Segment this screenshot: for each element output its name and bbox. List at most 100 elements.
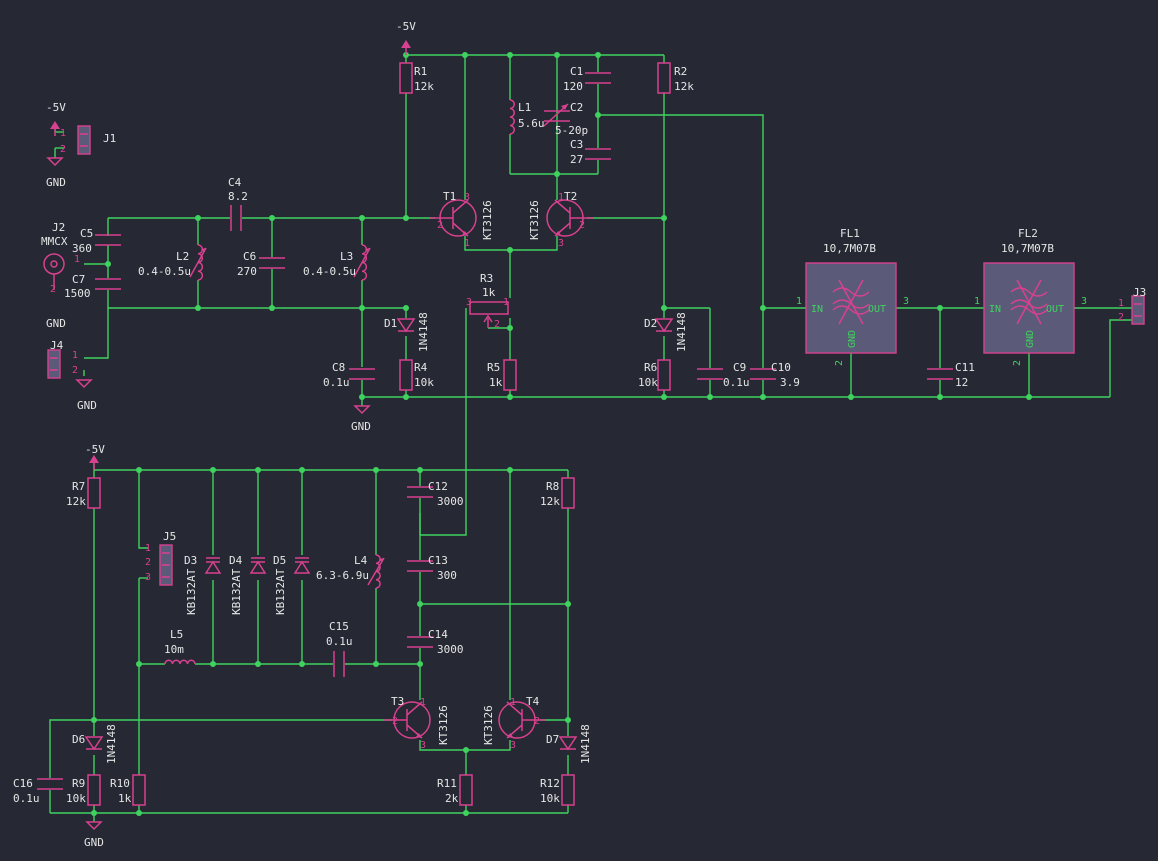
junction-dot xyxy=(91,810,97,816)
pin-t4-2: 2 xyxy=(534,716,540,727)
junction-dot xyxy=(403,215,409,221)
val-T1: KT3126 xyxy=(481,200,494,240)
ref-C10: C10 xyxy=(771,361,791,374)
capacitor-c16 xyxy=(37,778,63,790)
val-R1: 12k xyxy=(414,80,434,93)
ref-R7: R7 xyxy=(72,480,85,493)
pin-j4-2: 2 xyxy=(72,365,78,376)
ref-C1: C1 xyxy=(570,65,583,78)
val-R6: 10k xyxy=(638,376,658,389)
val-T4: KT3126 xyxy=(482,705,495,745)
ref-R12: R12 xyxy=(540,777,560,790)
ref-T1: T1 xyxy=(443,190,456,203)
val-L1: 5.6u xyxy=(518,117,545,130)
transistor-t1 xyxy=(430,199,477,237)
pin-j1-1: 1 xyxy=(60,128,66,139)
val-L5: 10m xyxy=(164,643,184,656)
pin-j1-2: 2 xyxy=(60,144,66,155)
val-C8: 0.1u xyxy=(323,376,350,389)
ref-FL1: FL1 xyxy=(840,227,860,240)
val-C7: 1500 xyxy=(64,287,91,300)
val-R4: 10k xyxy=(414,376,434,389)
junction-dots xyxy=(91,52,1032,816)
val-R7: 12k xyxy=(66,495,86,508)
filter-1-in-label: IN xyxy=(811,304,823,315)
junction-dot xyxy=(554,171,560,177)
pin-t1-2: 2 xyxy=(437,220,443,231)
junction-dot xyxy=(1026,394,1032,400)
resistor-r9 xyxy=(87,774,101,806)
ref-C2: C2 xyxy=(570,101,583,114)
ref-R8: R8 xyxy=(546,480,559,493)
resistor-r4 xyxy=(399,359,413,391)
pin-t1-1: 1 xyxy=(464,238,470,249)
ref-T3: T3 xyxy=(391,695,404,708)
inductor-l2 xyxy=(189,244,207,281)
resistor-r7 xyxy=(87,477,101,509)
ref-R10: R10 xyxy=(110,777,130,790)
capacitor-c10 xyxy=(750,368,776,380)
ref-R6: R6 xyxy=(644,361,657,374)
val-L3: 0.4-0.5u xyxy=(303,265,356,278)
diode-d6 xyxy=(84,736,104,751)
gnd-label-j1: GND xyxy=(46,176,66,189)
junction-dot xyxy=(507,394,513,400)
capacitor-c8 xyxy=(349,368,375,380)
ref-J1: J1 xyxy=(103,132,116,145)
val-C12: 3000 xyxy=(437,495,464,508)
connector-j5 xyxy=(159,544,173,586)
val-R12: 10k xyxy=(540,792,560,805)
gnd-label-j4: GND xyxy=(77,399,97,412)
val-C6: 270 xyxy=(237,265,257,278)
ref-C7: C7 xyxy=(72,273,85,286)
resistor-r8 xyxy=(561,477,575,509)
val-C2: 5-20p xyxy=(555,124,588,137)
val-C14: 3000 xyxy=(437,643,464,656)
filter-2-pin-out: 3 xyxy=(1081,296,1087,307)
junction-dot xyxy=(463,747,469,753)
junction-dot xyxy=(463,810,469,816)
ref-J2: J2 xyxy=(52,221,65,234)
junction-dot xyxy=(661,215,667,221)
ref-C11: C11 xyxy=(955,361,975,374)
filter-2-in-label: IN xyxy=(989,304,1001,315)
trim-arrow-c2 xyxy=(543,103,569,127)
junction-dot xyxy=(417,601,423,607)
connector-j2-mmcx xyxy=(43,253,65,290)
val-R10: 1k xyxy=(118,792,132,805)
filter-2-pin-in: 1 xyxy=(974,296,980,307)
junction-dot xyxy=(403,305,409,311)
transistor-t3 xyxy=(384,701,431,739)
junction-dot xyxy=(299,467,305,473)
pwr-symbol-lower xyxy=(89,455,99,470)
ref-D6: D6 xyxy=(72,733,85,746)
junction-dot xyxy=(359,394,365,400)
ref-T2: T2 xyxy=(564,190,577,203)
gnd-label-lower: GND xyxy=(84,836,104,849)
junction-dot xyxy=(507,247,513,253)
junction-dot xyxy=(373,467,379,473)
junction-dot xyxy=(848,394,854,400)
resistor-r6 xyxy=(657,359,671,391)
junction-dot xyxy=(760,305,766,311)
val-T3: KT3126 xyxy=(437,705,450,745)
capacitor-c9 xyxy=(697,368,723,380)
ref-L5: L5 xyxy=(170,628,183,641)
val-D6: 1N4148 xyxy=(105,724,118,764)
junction-dot xyxy=(507,52,513,58)
junction-dot xyxy=(255,467,261,473)
resistor-r3 xyxy=(469,301,509,315)
val-R9: 10k xyxy=(66,792,86,805)
pwr-label-lower: -5V xyxy=(85,443,105,456)
pwr-symbol-j1 xyxy=(50,121,60,136)
junction-dot xyxy=(195,215,201,221)
gnd-label-main: GND xyxy=(351,420,371,433)
connector-j3 xyxy=(1131,295,1145,325)
val-L4: 6.3-6.9u xyxy=(316,569,369,582)
pin-j5-3: 3 xyxy=(145,572,151,583)
junction-dot xyxy=(269,215,275,221)
capacitor-c6 xyxy=(259,257,285,269)
ref-D4: D4 xyxy=(229,554,243,567)
val-D4: KB132AT xyxy=(230,568,243,615)
